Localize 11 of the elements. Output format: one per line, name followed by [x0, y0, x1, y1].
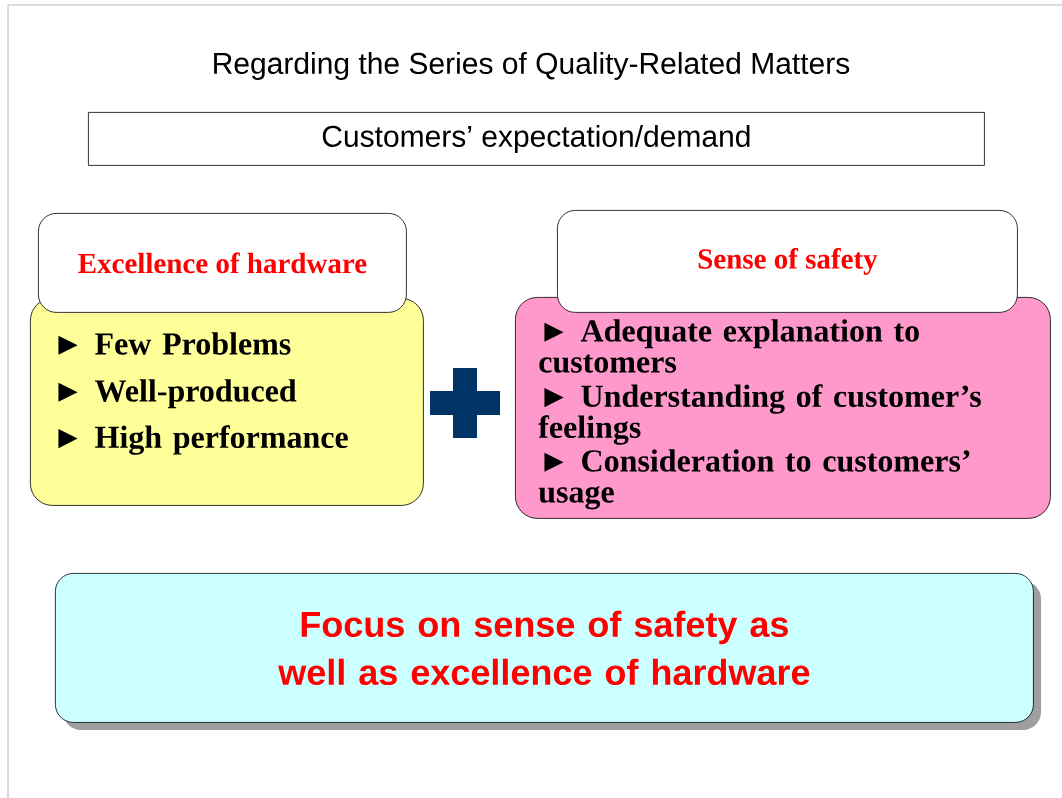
- heading-box: Sense of safety: [557, 210, 1018, 313]
- banner-box: Customers’ expectation/demand: [88, 112, 985, 166]
- callout-box: Focus on sense of safety as well as excellence of hardware: [55, 573, 1034, 723]
- heading-box: Excellence of hardware: [38, 213, 407, 313]
- bullet-item: ► Consideration to customers’ usage: [538, 449, 970, 510]
- bullet-item: ► Adequate explanation to customers: [539, 319, 919, 373]
- bullet-item: ► Well-produced: [58, 379, 297, 409]
- bullet-item: ► Few Problems: [58, 332, 291, 355]
- bullet-item: ► High performance: [58, 425, 348, 455]
- bullet-item: ► Understanding of customer’s feelings: [538, 384, 981, 445]
- title: Regarding the Series of Quality-Related Matters: [214, 52, 850, 80]
